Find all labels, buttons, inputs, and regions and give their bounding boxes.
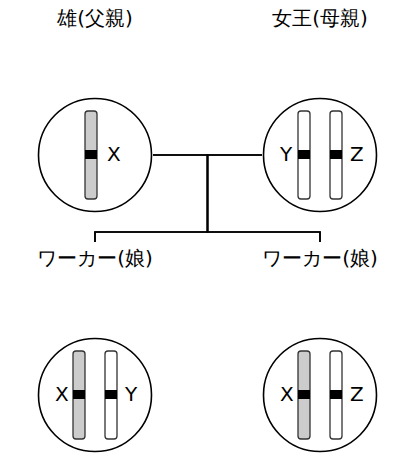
chromosome bbox=[298, 111, 310, 199]
node-heading: 女王(母親) bbox=[252, 5, 388, 31]
gene-band bbox=[330, 390, 342, 399]
gene-band bbox=[73, 390, 85, 399]
node-heading: ワーカー(娘) bbox=[252, 245, 388, 271]
gene-band bbox=[330, 150, 342, 159]
node-heading: 雄(父親) bbox=[27, 5, 163, 31]
gene-band bbox=[298, 150, 310, 159]
allele-label: Z bbox=[350, 142, 364, 166]
cell-node: X 雄(父親) bbox=[27, 5, 163, 215]
allele-label: Z bbox=[350, 382, 364, 406]
cell-circle: YZ bbox=[262, 97, 378, 213]
chromosome bbox=[73, 351, 85, 439]
gene-band bbox=[298, 390, 310, 399]
chromosome bbox=[85, 111, 97, 199]
cell-node: XZワーカー(娘) bbox=[252, 245, 388, 455]
gene-band bbox=[105, 390, 117, 399]
cell-circle: XZ bbox=[262, 337, 378, 453]
allele-label: X bbox=[107, 142, 121, 166]
cell-node: YZ女王(母親) bbox=[252, 5, 388, 215]
cell-outline bbox=[37, 97, 153, 213]
chromosome bbox=[330, 111, 342, 199]
chromosome bbox=[105, 351, 117, 439]
cell-node: XYワーカー(娘) bbox=[27, 245, 163, 455]
allele-label: Y bbox=[125, 382, 137, 406]
node-heading: ワーカー(娘) bbox=[27, 245, 163, 271]
allele-label: Y bbox=[280, 142, 292, 166]
chromosome bbox=[298, 351, 310, 439]
gene-band bbox=[85, 150, 97, 159]
allele-label: X bbox=[280, 382, 294, 406]
cell-circle: X bbox=[37, 97, 153, 213]
chromosome bbox=[330, 351, 342, 439]
cell-circle: XY bbox=[37, 337, 153, 453]
allele-label: X bbox=[55, 382, 69, 406]
